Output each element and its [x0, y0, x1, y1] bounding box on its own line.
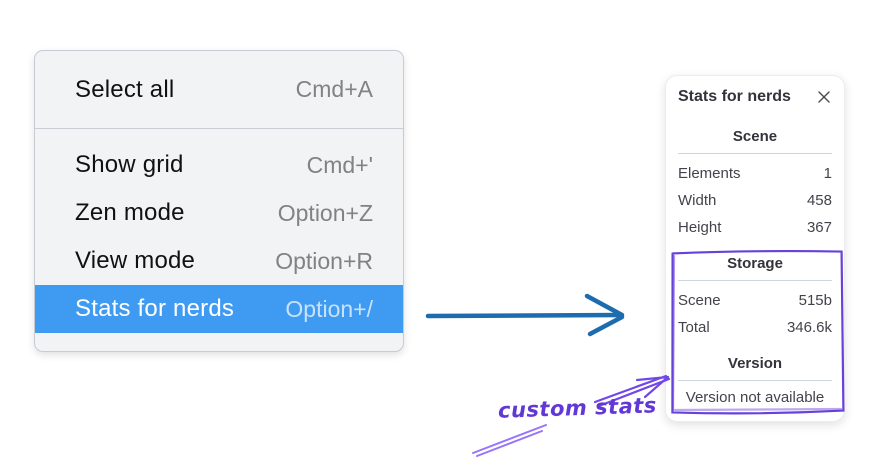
stats-panel-title: Stats for nerds	[678, 88, 791, 105]
menu-section-top: Select all Cmd+A	[35, 51, 403, 128]
menu-item-label: Stats for nerds	[75, 295, 235, 322]
menu-item-shortcut: Cmd+'	[306, 151, 373, 178]
stat-value: 515b	[798, 292, 832, 309]
stat-label: Elements	[678, 165, 741, 182]
annotation-label: custom stats	[497, 393, 658, 423]
menu-item-shortcut: Option+/	[285, 295, 373, 322]
menu-item-show-grid[interactable]: Show grid Cmd+'	[35, 141, 403, 189]
stat-value: 458	[806, 192, 832, 209]
version-note: Version not available	[685, 389, 825, 406]
stat-value: 346.6k	[786, 319, 832, 336]
annotation-line-icon	[472, 424, 547, 457]
menu-item-label: Select all	[75, 75, 175, 103]
menu-item-shortcut: Option+Z	[277, 199, 373, 226]
section-heading-version: Version	[727, 355, 783, 372]
menu-item-zen-mode[interactable]: Zen mode Option+Z	[35, 189, 403, 237]
menu-item-label: Show grid	[75, 151, 184, 178]
menu-item-label: View mode	[75, 247, 196, 274]
menu-item-shortcut: Option+R	[275, 247, 373, 274]
menu-item-view-mode[interactable]: View mode Option+R	[35, 237, 403, 285]
stat-value: 1	[823, 165, 832, 182]
arrow-right-icon	[425, 293, 625, 337]
stat-row-width: Width 458	[678, 187, 832, 214]
stat-value: 367	[806, 219, 832, 236]
section-heading-storage: Storage	[727, 255, 783, 272]
section-divider	[678, 380, 832, 381]
section-divider	[678, 153, 832, 154]
menu-item-stats-for-nerds[interactable]: Stats for nerds Option+/	[35, 285, 403, 333]
menu-item-select-all[interactable]: Select all Cmd+A	[35, 51, 403, 128]
stat-label: Total	[678, 319, 710, 336]
section-heading-scene: Scene	[732, 128, 778, 145]
menu-item-shortcut: Cmd+A	[295, 76, 373, 102]
context-menu: Select all Cmd+A Show grid Cmd+' Zen mod…	[34, 50, 404, 352]
menu-section-bottom: Show grid Cmd+' Zen mode Option+Z View m…	[35, 129, 403, 351]
section-divider	[678, 280, 832, 281]
stat-row-scene-storage: Scene 515b	[678, 287, 832, 314]
stats-panel: Stats for nerds Scene Elements 1 Width 4…	[665, 75, 845, 422]
stat-label: Width	[678, 192, 717, 209]
stat-row-total-storage: Total 346.6k	[678, 314, 832, 341]
close-icon[interactable]	[816, 89, 832, 105]
stats-panel-header: Stats for nerds	[678, 88, 832, 106]
stat-label: Height	[678, 219, 722, 236]
stat-label: Scene	[678, 292, 721, 309]
menu-divider	[35, 128, 403, 129]
stat-row-elements: Elements 1	[678, 160, 832, 187]
stat-row-height: Height 367	[678, 214, 832, 241]
menu-item-label: Zen mode	[75, 199, 185, 226]
